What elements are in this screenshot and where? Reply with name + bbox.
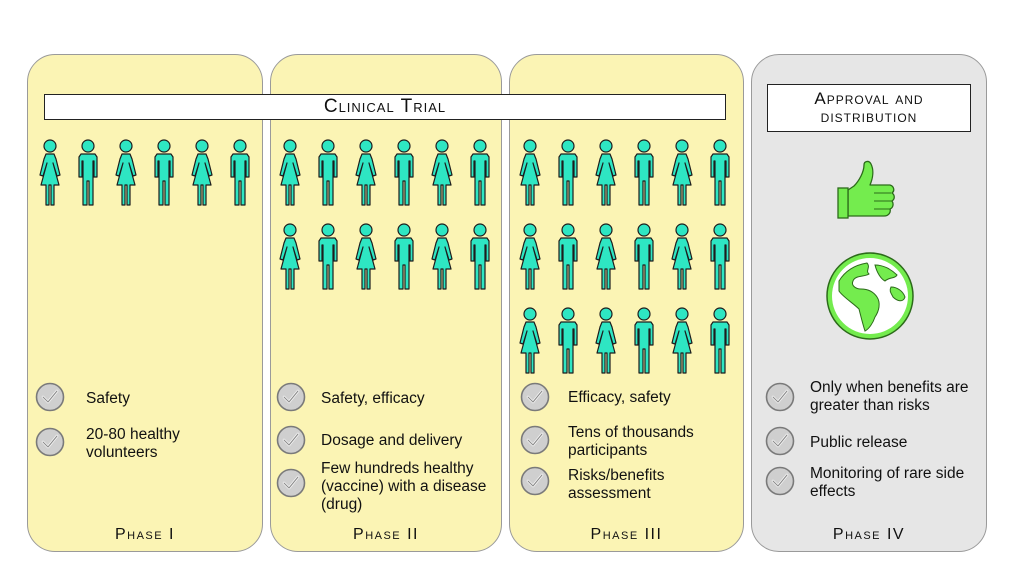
female-figure-icon <box>279 223 301 290</box>
male-figure-icon <box>470 223 490 290</box>
phase2-item-safety-efficacy: Safety, efficacy <box>321 390 425 407</box>
female-figure-icon <box>355 139 377 206</box>
phase-3-panel <box>509 54 744 552</box>
check-circle-icon <box>765 382 795 412</box>
approval-title-line2: distribution <box>820 107 918 126</box>
female-figure-icon <box>671 139 693 206</box>
male-figure-icon <box>634 139 654 206</box>
male-figure-icon <box>558 139 578 206</box>
phase3-item-tens-of-thousands: Tens of thousands participants <box>568 424 694 459</box>
female-figure-icon <box>519 307 541 374</box>
phase1-item-volunteers: 20-80 healthy volunteers <box>86 426 180 461</box>
phase3-item-risks-benefits: Risks/benefits assessment <box>568 467 665 502</box>
check-circle-icon <box>35 427 65 457</box>
phase-3-label: Phase III <box>590 526 663 543</box>
check-circle-icon <box>276 425 306 455</box>
clinical-trial-banner: Clinical Trial <box>44 94 726 120</box>
male-figure-icon <box>318 223 338 290</box>
male-figure-icon <box>470 139 490 206</box>
male-figure-icon <box>394 139 414 206</box>
check-circle-icon <box>520 382 550 412</box>
phase-4-label: Phase IV <box>832 526 906 543</box>
phase2-item-dosage: Dosage and delivery <box>321 432 463 449</box>
male-figure-icon <box>78 139 98 206</box>
approval-distribution-box: Approval and distribution <box>767 84 971 132</box>
female-figure-icon <box>431 223 453 290</box>
phase-2-label: Phase II <box>353 526 419 543</box>
phase2-item-few-hundreds: Few hundreds healthy (vaccine) with a di… <box>321 460 487 513</box>
female-figure-icon <box>595 139 617 206</box>
female-figure-icon <box>431 139 453 206</box>
female-figure-icon <box>115 139 137 206</box>
phase1-item-safety: Safety <box>86 390 130 407</box>
male-figure-icon <box>230 139 250 206</box>
male-figure-icon <box>634 223 654 290</box>
check-circle-icon <box>276 468 306 498</box>
male-figure-icon <box>394 223 414 290</box>
male-figure-icon <box>558 307 578 374</box>
phase-1-label: Phase I <box>114 526 176 543</box>
globe-icon <box>826 252 914 340</box>
male-figure-icon <box>318 139 338 206</box>
female-figure-icon <box>519 139 541 206</box>
thumbs-up-icon <box>837 160 895 219</box>
phase4-item-public-release: Public release <box>810 434 908 451</box>
check-circle-icon <box>765 466 795 496</box>
male-figure-icon <box>634 307 654 374</box>
phase4-item-monitoring: Monitoring of rare side effects <box>810 465 965 500</box>
phase-2-panel <box>270 54 502 552</box>
female-figure-icon <box>519 223 541 290</box>
male-figure-icon <box>710 307 730 374</box>
male-figure-icon <box>558 223 578 290</box>
female-figure-icon <box>671 307 693 374</box>
female-figure-icon <box>595 307 617 374</box>
phase4-item-only-when-benefits: Only when benefits are greater than risk… <box>810 379 969 414</box>
male-figure-icon <box>710 223 730 290</box>
female-figure-icon <box>671 223 693 290</box>
female-figure-icon <box>595 223 617 290</box>
check-circle-icon <box>765 426 795 456</box>
check-circle-icon <box>520 425 550 455</box>
approval-title-line1: Approval and <box>814 89 924 108</box>
phase-1-panel <box>27 54 263 552</box>
female-figure-icon <box>191 139 213 206</box>
check-circle-icon <box>35 382 65 412</box>
phase3-item-efficacy-safety: Efficacy, safety <box>568 389 671 406</box>
male-figure-icon <box>710 139 730 206</box>
check-circle-icon <box>520 466 550 496</box>
male-figure-icon <box>154 139 174 206</box>
female-figure-icon <box>279 139 301 206</box>
check-circle-icon <box>276 382 306 412</box>
female-figure-icon <box>355 223 377 290</box>
female-figure-icon <box>39 139 61 206</box>
